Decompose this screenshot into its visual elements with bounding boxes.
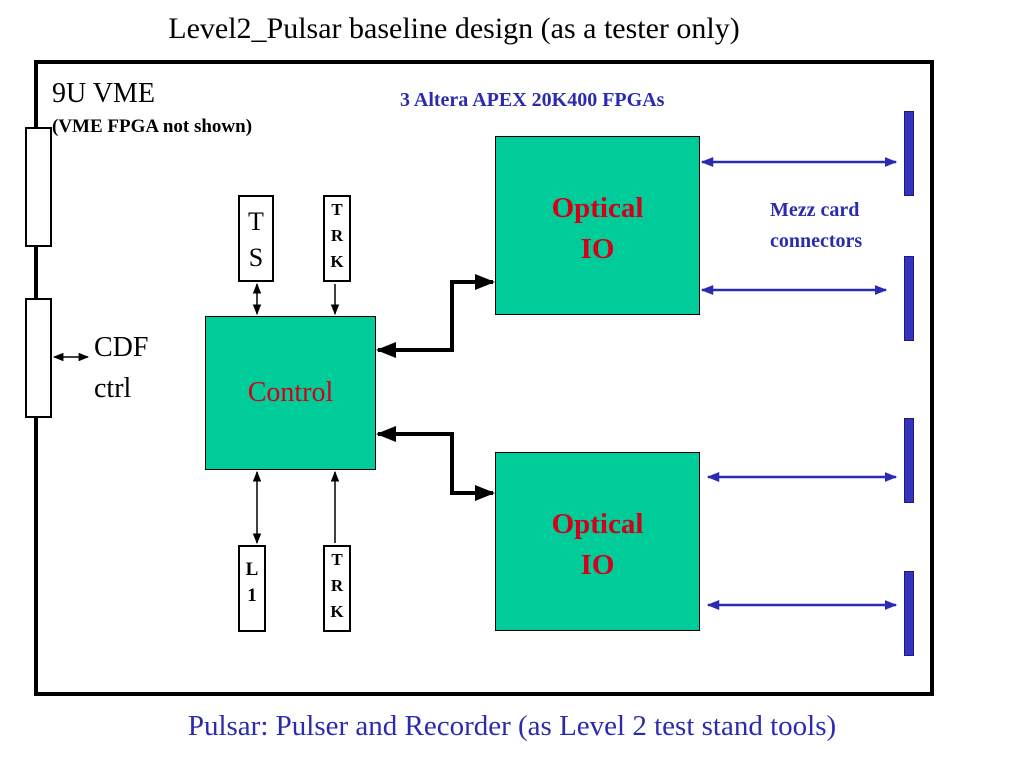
trk-bottom-char-2: R bbox=[330, 576, 344, 595]
control-optical-top-bus bbox=[376, 274, 495, 358]
board-label: 9U VME bbox=[52, 78, 155, 109]
optical-io-bottom: Optical IO bbox=[495, 452, 700, 631]
ts-box: T S bbox=[238, 195, 274, 282]
page-title: Level2_Pulsar baseline design (as a test… bbox=[168, 12, 740, 45]
l1-box: L 1 bbox=[238, 545, 266, 632]
l1-char-2: 1 bbox=[247, 585, 257, 606]
optical-top-line2: IO bbox=[580, 233, 615, 265]
board-note: (VME FPGA not shown) bbox=[52, 116, 253, 137]
control-label: Control bbox=[247, 377, 334, 408]
trk-box-bottom: T R K bbox=[323, 545, 351, 632]
optical-bottom-line2: IO bbox=[580, 549, 615, 581]
control-block: Control bbox=[205, 316, 376, 470]
side-connector-bottom bbox=[25, 298, 52, 418]
ts-char-2: S bbox=[248, 243, 264, 272]
trk-top-char-2: R bbox=[330, 226, 344, 245]
trk-bottom-char-1: T bbox=[331, 550, 343, 569]
l1-char-1: L bbox=[245, 559, 259, 580]
trk-top-char-3: K bbox=[330, 252, 344, 271]
optical-bottom-line1: Optical bbox=[551, 508, 644, 540]
footer-caption: Pulsar: Pulser and Recorder (as Level 2 … bbox=[187, 710, 837, 742]
trk-bottom-char-3: K bbox=[330, 602, 344, 621]
trk-box-top: T R K bbox=[323, 195, 351, 282]
mezz-label-line2: connectors bbox=[770, 230, 863, 252]
optical-io-top: Optical IO bbox=[495, 136, 700, 315]
ctrl-label: ctrl bbox=[94, 373, 132, 404]
mezz-connector-1 bbox=[904, 111, 914, 196]
ts-char-1: T bbox=[248, 207, 264, 236]
mezz-connector-4 bbox=[904, 571, 914, 656]
side-connector-top bbox=[25, 127, 52, 247]
control-optical-bottom-bus bbox=[376, 426, 495, 501]
cdf-label: CDF bbox=[94, 332, 149, 363]
mezz-label-line1: Mezz card bbox=[770, 199, 860, 221]
mezz-connector-3 bbox=[904, 418, 914, 503]
fpga-note: 3 Altera APEX 20K400 FPGAs bbox=[400, 89, 665, 111]
trk-top-char-1: T bbox=[331, 200, 343, 219]
optical-top-line1: Optical bbox=[551, 192, 644, 224]
mezz-connector-2 bbox=[904, 256, 914, 341]
